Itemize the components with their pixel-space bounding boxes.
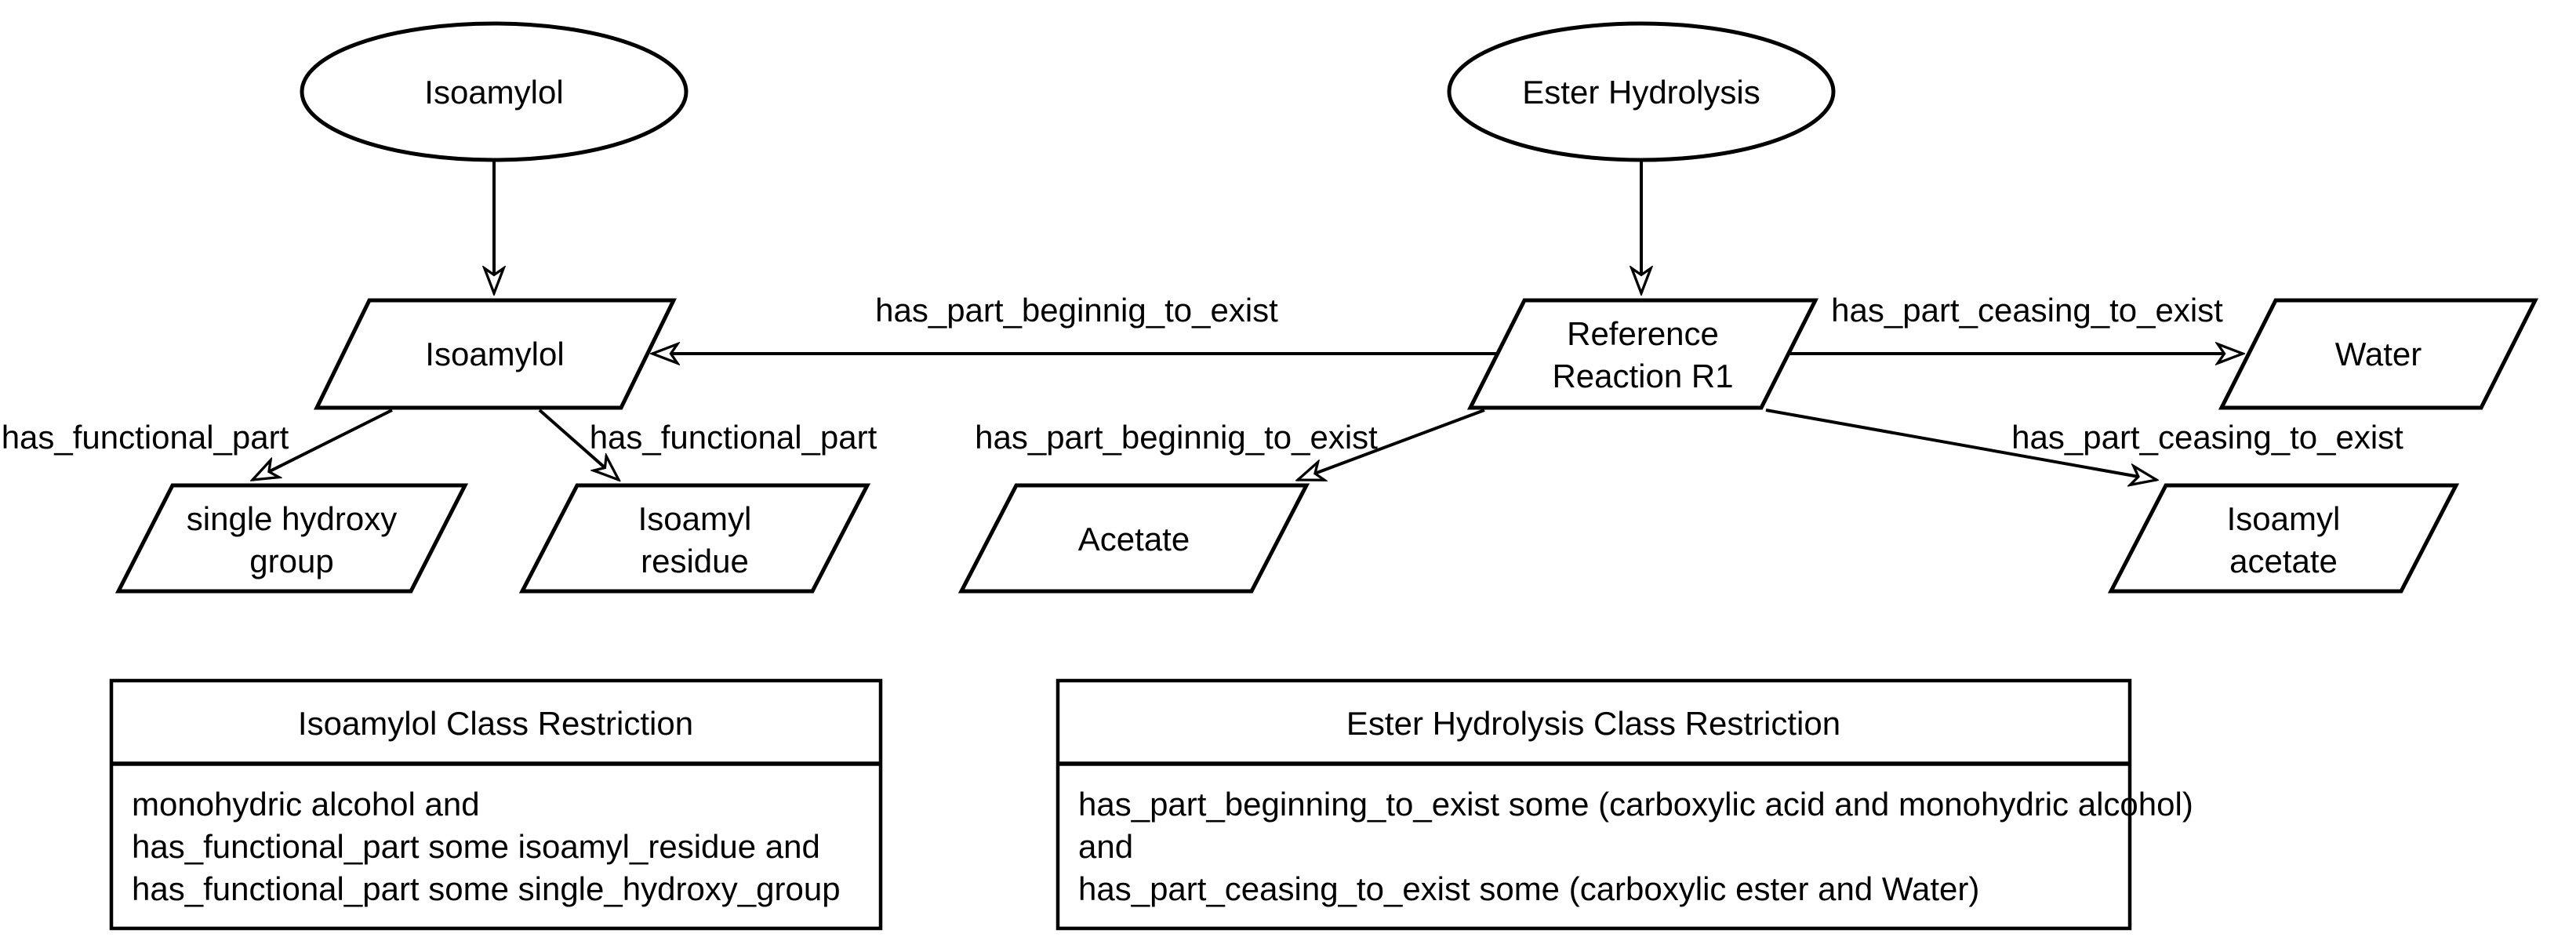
ester-hydrolysis-ellipse: [1447, 21, 1836, 162]
ester-hydrolysis-restriction-line-3: has_part_ceasing_to_exist some (carboxyl…: [1078, 870, 1979, 907]
reference-reaction-label-line2: Reaction R1: [1552, 358, 1733, 394]
individual-node-reference-reaction-r1: Reference Reaction R1: [1466, 298, 1819, 410]
individual-node-isoamyl-acetate: Isoamyl acetate: [2107, 483, 2460, 594]
isoamyl-residue-parallelogram: [518, 483, 871, 594]
single-hydroxy-label-line1: single hydroxy: [187, 500, 397, 537]
edge-label-has-part-ceasing-isoamyl-acetate: has_part_ceasing_to_exist: [2011, 419, 2403, 456]
isoamylol-restriction-line-3: has_functional_part some single_hydroxy_…: [132, 870, 841, 907]
nodes-layer: Isoamylol Ester Hydrolysis Isoamylol Ref…: [114, 21, 2539, 594]
edge-label-has-functional-part-right: has_functional_part: [590, 419, 877, 456]
isoamylol-parallelogram-label: Isoamylol: [425, 336, 564, 372]
isoamyl-residue-label-line1: Isoamyl: [638, 500, 752, 537]
water-parallelogram: [2218, 298, 2539, 410]
edge-r1-to-isoamyl-acetate: [1765, 409, 2156, 480]
edge-isoamylol-to-single-hydroxy: [253, 409, 393, 480]
isoamylol-ellipse-label: Isoamylol: [424, 74, 563, 111]
isoamyl-residue-label-line2: residue: [641, 543, 749, 579]
ester-hydrolysis-restriction-line-1: has_part_beginning_to_exist some (carbox…: [1078, 786, 2193, 823]
class-node-ester-hydrolysis: Ester Hydrolysis: [1447, 21, 1836, 162]
individual-node-isoamyl-residue: Isoamyl residue: [518, 483, 871, 594]
reference-reaction-parallelogram: [1466, 298, 1819, 410]
isoamylol-parallelogram: [313, 298, 678, 410]
edge-label-has-part-beginnig-left: has_part_beginnig_to_exist: [875, 292, 1278, 329]
water-label: Water: [2335, 336, 2422, 372]
isoamylol-restriction-line-2: has_functional_part some isoamyl_residue…: [132, 828, 820, 865]
edge-labels-layer: has_part_beginnig_to_exist has_part_ceas…: [2, 292, 2403, 456]
isoamyl-acetate-label-line2: acetate: [2229, 543, 2338, 579]
edge-label-has-part-beginnig-acetate: has_part_beginnig_to_exist: [975, 419, 1378, 456]
single-hydroxy-parallelogram: [114, 483, 469, 594]
ester-hydrolysis-ellipse-label: Ester Hydrolysis: [1522, 74, 1760, 111]
individual-node-water: Water: [2218, 298, 2539, 410]
single-hydroxy-label-line2: group: [249, 543, 333, 579]
individual-node-isoamylol: Isoamylol: [313, 298, 678, 410]
acetate-label: Acetate: [1078, 521, 1190, 558]
acetate-parallelogram: [957, 483, 1310, 594]
class-node-isoamylol: Isoamylol: [300, 21, 689, 162]
reference-reaction-label-line1: Reference: [1567, 315, 1719, 352]
restriction-box-ester-hydrolysis: Ester Hydrolysis Class Restriction has_p…: [1055, 678, 2193, 931]
individual-node-acetate: Acetate: [957, 483, 1310, 594]
edge-isoamylol-to-isoamyl-residue: [538, 409, 619, 480]
isoamylol-restriction-title: Isoamylol Class Restriction: [298, 705, 693, 742]
isoamyl-acetate-label-line1: Isoamyl: [2227, 500, 2341, 537]
isoamylol-ellipse: [300, 21, 689, 162]
edge-label-has-functional-part-left: has_functional_part: [2, 419, 289, 456]
ester-hydrolysis-restriction-border: [1055, 678, 2132, 931]
edges-layer: [253, 162, 2243, 480]
individual-node-single-hydroxy-group: single hydroxy group: [114, 483, 469, 594]
edge-r1-to-acetate: [1298, 409, 1485, 480]
isoamyl-acetate-parallelogram: [2107, 483, 2460, 594]
ester-hydrolysis-restriction-title: Ester Hydrolysis Class Restriction: [1346, 705, 1840, 742]
isoamylol-restriction-line-1: monohydric alcohol and: [132, 786, 480, 823]
edge-label-has-part-ceasing-right: has_part_ceasing_to_exist: [1831, 292, 2223, 329]
ester-hydrolysis-restriction-line-2: and: [1078, 828, 1133, 865]
restriction-box-isoamylol: Isoamylol Class Restriction monohydric a…: [109, 678, 883, 931]
isoamylol-restriction-border: [109, 678, 883, 931]
